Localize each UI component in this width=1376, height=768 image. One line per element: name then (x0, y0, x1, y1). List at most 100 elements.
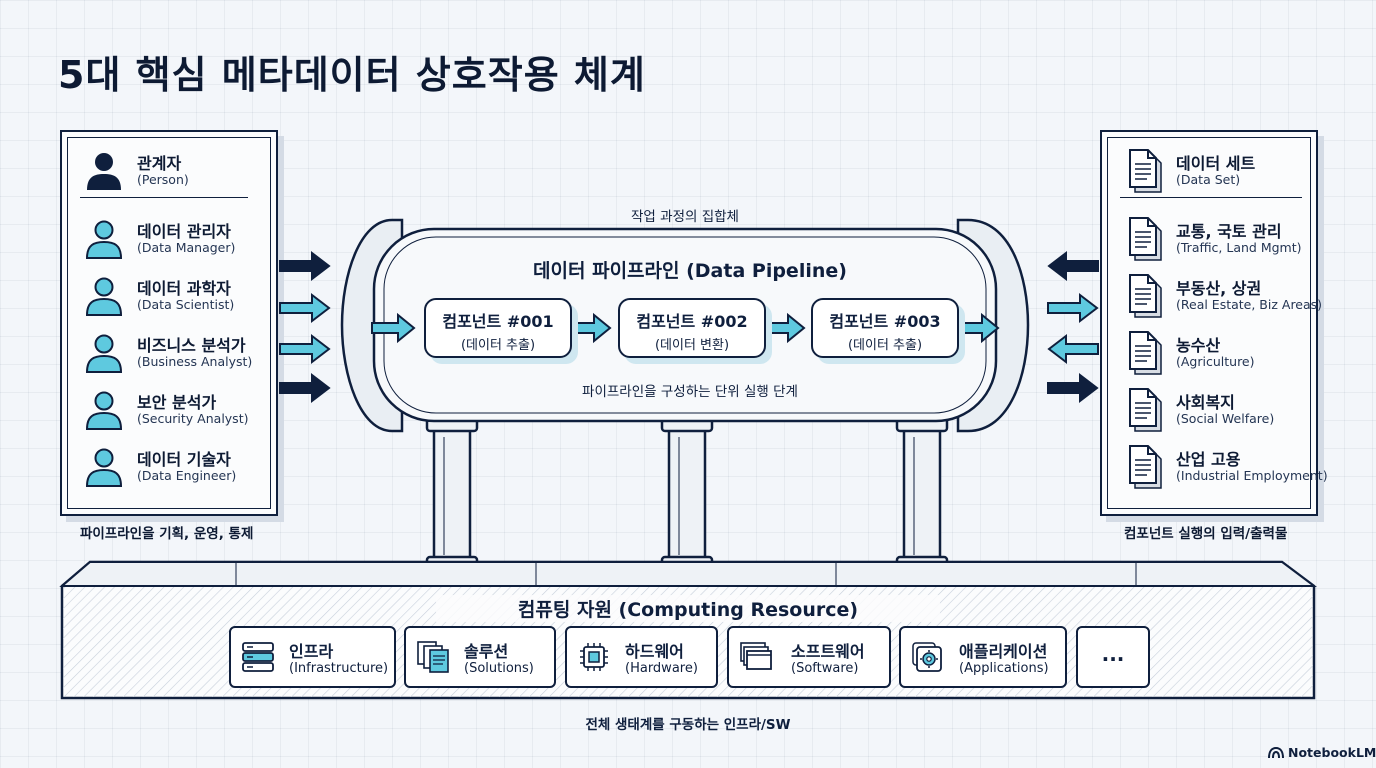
resource-desc: (Software) (791, 661, 859, 676)
stakeholder-name: 데이터 관리자 (137, 222, 231, 241)
pipeline-component: 컴포넌트 #002 (데이터 변환) (618, 298, 766, 358)
resource-solutions: 솔루션 (Solutions) (404, 626, 556, 688)
stakeholder-item: 보안 분석가 (Security Analyst) (62, 371, 276, 430)
dataset-item: 사회복지 (Social Welfare) (1102, 371, 1316, 432)
dataset-desc: (Real Estate, Biz Areas) (1176, 297, 1323, 312)
resource-more: ... (1076, 626, 1150, 688)
divider (1120, 197, 1302, 198)
stakeholder-item: 데이터 관리자 (Data Manager) (62, 200, 276, 259)
person-icon (85, 334, 123, 373)
pipeline-title: 데이터 파이프라인 (Data Pipeline) (533, 260, 847, 282)
pipeline-component: 컴포넌트 #001 (데이터 추출) (424, 298, 572, 358)
resource-name: 애플리케이션 (959, 642, 1048, 661)
dataset-caption: 컴포넌트 실행의 입력/출력물 (1124, 526, 1288, 542)
dataset-panel: 데이터 세트 (Data Set) 교통, 국토 관리 (Traffic, La… (1100, 130, 1328, 516)
stakeholder-role: (Business Analyst) (137, 354, 253, 369)
divider (80, 197, 248, 198)
component-name: 컴포넌트 #002 (636, 312, 748, 331)
dataset-item: 농수산 (Agriculture) (1102, 314, 1316, 375)
arrow-right-icon (1047, 372, 1099, 404)
component-name: 컴포넌트 #001 (442, 312, 554, 331)
dataset-name: 교통, 국토 관리 (1176, 222, 1282, 241)
stakeholder-role: (Data Engineer) (137, 468, 237, 483)
pipeline-bottom-label: 파이프라인을 구성하는 단위 실행 단계 (582, 384, 798, 400)
arrow-right-icon (279, 292, 331, 324)
cpu-chip-icon (580, 643, 608, 671)
person-icon (85, 277, 123, 316)
document-icon (1129, 331, 1162, 375)
document-icon (1129, 445, 1162, 489)
flow-arrow-icon (961, 312, 1000, 344)
stakeholder-item: 데이터 과학자 (Data Scientist) (62, 257, 276, 316)
pipeline-component: 컴포넌트 #003 (데이터 추출) (811, 298, 959, 358)
dataset-name: 데이터 세트 (1176, 154, 1256, 173)
document-icon (1129, 274, 1162, 318)
resource-infrastructure: 인프라 (Infrastructure) (229, 626, 396, 688)
arrow-left-icon (1047, 250, 1099, 282)
dataset-desc: (Agriculture) (1176, 354, 1255, 369)
dataset-name: 산업 고용 (1176, 450, 1241, 469)
resource-applications: 애플리케이션 (Applications) (899, 626, 1067, 688)
person-icon (85, 448, 123, 487)
stakeholder-name: 데이터 기술자 (137, 450, 231, 469)
support-column (895, 415, 949, 573)
component-desc: (데이터 추출) (460, 338, 536, 353)
stakeholder-role: (Data Manager) (137, 240, 236, 255)
dataset-desc: (Social Welfare) (1176, 411, 1275, 426)
dataset-desc: (Industrial Employment) (1176, 468, 1328, 483)
more-ellipsis: ... (1101, 642, 1125, 666)
person-icon (85, 391, 123, 430)
stakeholder-item: 비즈니스 분석가 (Business Analyst) (62, 314, 276, 373)
document-icon (1129, 149, 1162, 193)
resource-name: 소프트웨어 (791, 642, 865, 661)
resource-desc: (Applications) (959, 661, 1049, 676)
dataset-name: 사회복지 (1176, 393, 1235, 412)
pipeline-top-label: 작업 과정의 집합체 (631, 209, 739, 225)
stakeholder-name: 보안 분석가 (137, 393, 217, 412)
support-column (425, 415, 479, 573)
resource-name: 솔루션 (464, 642, 509, 661)
dataset-desc: (Traffic, Land Mgmt) (1176, 240, 1302, 255)
arrow-right-icon (279, 372, 331, 404)
dataset-desc: (Data Set) (1176, 172, 1241, 187)
stakeholder-caption: 파이프라인을 기획, 운영, 통제 (80, 526, 254, 542)
resource-name: 인프라 (289, 642, 334, 661)
resource-hardware: 하드웨어 (Hardware) (565, 626, 718, 688)
dataset-item: 산업 고용 (Industrial Employment) (1102, 428, 1328, 489)
component-desc: (데이터 추출) (847, 338, 923, 353)
stakeholder-role: (Data Scientist) (137, 297, 235, 312)
dataset-name: 농수산 (1176, 336, 1221, 355)
resource-name: 하드웨어 (625, 642, 684, 661)
arrow-right-icon (1047, 292, 1099, 324)
resource-desc: (Hardware) (625, 661, 698, 676)
arrow-left-icon (1047, 333, 1099, 365)
left-arrows (279, 250, 331, 404)
dataset-item: 부동산, 상권 (Real Estate, Biz Areas) (1102, 257, 1322, 318)
person-icon (85, 220, 123, 259)
server-rack-icon (242, 642, 274, 672)
stakeholder-item: 관계자 (Person) (62, 132, 276, 198)
document-icon (1129, 217, 1162, 261)
component-name: 컴포넌트 #003 (829, 312, 941, 331)
computing-title: 컴퓨팅 자원 (Computing Resource) (436, 595, 940, 622)
resource-desc: (Solutions) (464, 661, 534, 676)
flow-arrow-icon (767, 312, 806, 344)
component-desc: (데이터 변환) (654, 338, 730, 353)
flow-arrow-icon (371, 312, 416, 344)
right-arrows (1047, 250, 1099, 404)
notebooklm-logo-icon (1268, 746, 1284, 759)
document-icon (1129, 388, 1162, 432)
resource-desc: (Infrastructure) (289, 661, 389, 676)
stakeholder-item: 데이터 기술자 (Data Engineer) (62, 428, 276, 487)
stakeholder-role: (Person) (137, 172, 189, 187)
stacked-documents-icon (417, 641, 449, 673)
computing-caption: 전체 생태계를 구동하는 인프라/SW (585, 717, 791, 733)
dataset-item: 데이터 세트 (Data Set) (1102, 132, 1316, 198)
brand-name: NotebookLM (1288, 745, 1376, 760)
stakeholder-name: 관계자 (137, 154, 182, 173)
stakeholder-role: (Security Analyst) (137, 411, 249, 426)
stakeholder-name: 비즈니스 분석가 (137, 336, 246, 355)
arrow-right-icon (279, 333, 331, 365)
stakeholder-name: 데이터 과학자 (137, 279, 231, 298)
dataset-item: 교통, 국토 관리 (Traffic, Land Mgmt) (1102, 200, 1316, 261)
